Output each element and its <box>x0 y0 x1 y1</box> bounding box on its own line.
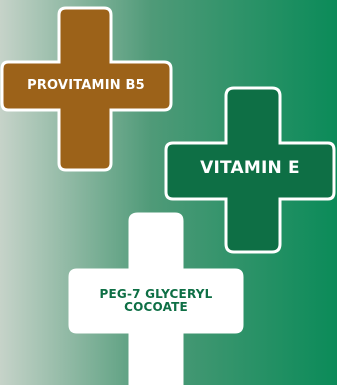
provitamin-b5-label: PROVITAMIN B5 <box>27 78 145 93</box>
vitamin-e-label: VITAMIN E <box>200 158 300 178</box>
peg-7-glyceryl-cocoate-label: PEG-7 GLYCERYL COCOATE <box>99 287 213 314</box>
